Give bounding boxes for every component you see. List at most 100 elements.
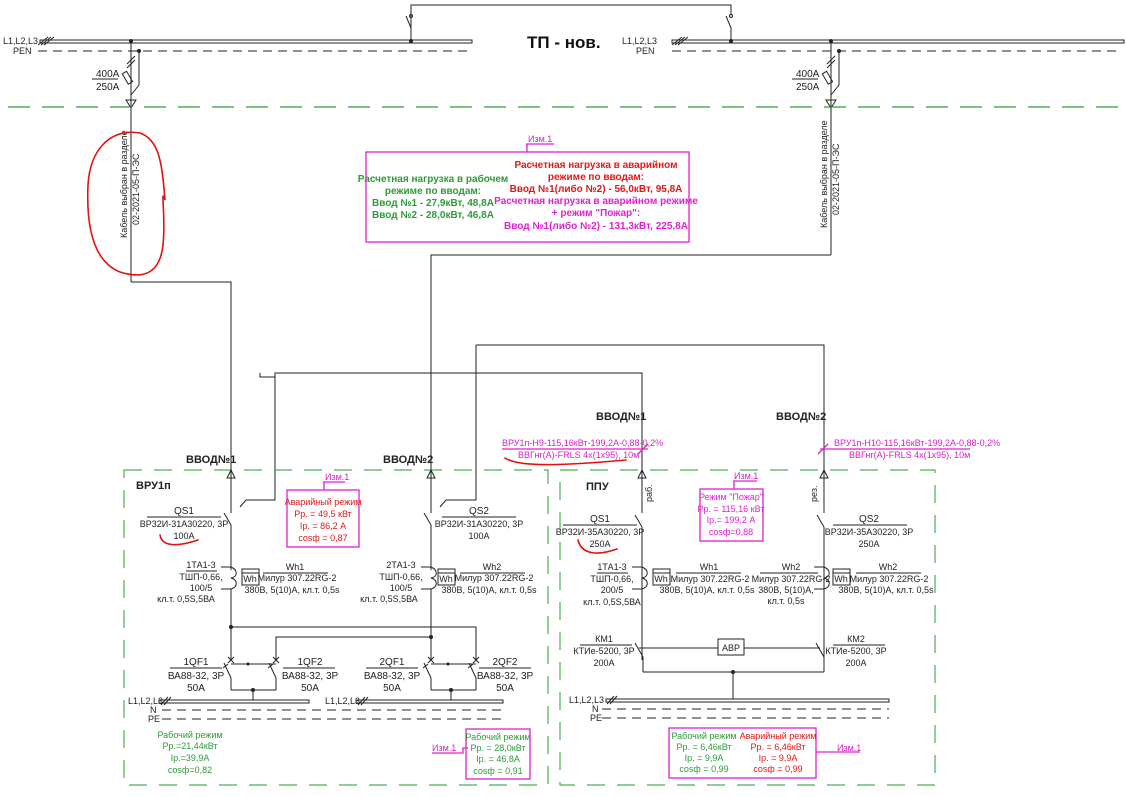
- vru-title: ВРУ1п: [136, 480, 171, 492]
- ppu-input1-label: ВВОД№1: [596, 411, 646, 423]
- svg-text:Расчетная нагрузка в аварийном: Расчетная нагрузка в аварийном режиме: [494, 196, 698, 207]
- svg-text:ВР32И-31А30220, 3Р: ВР32И-31А30220, 3Р: [435, 519, 524, 529]
- breaker-2qf2: 2QF2 ВА88-32, 3Р 50А: [467, 656, 534, 694]
- svg-text:QS2: QS2: [859, 514, 879, 525]
- vru1p-panel: ВРУ1п ВВОД№1 ВВОД№2 QS1 ВР32И-31А30220, …: [123, 454, 549, 786]
- svg-text:Iр. = 9,9А: Iр. = 9,9А: [685, 753, 724, 763]
- svg-text:Ввод №1 - 27,9кВт, 48,8А: Ввод №1 - 27,9кВт, 48,8А: [372, 198, 494, 209]
- tp-title: ТП - нов.: [527, 33, 601, 52]
- svg-text:250А: 250А: [858, 539, 879, 549]
- vru-work-mode-2: Изм.1 Рабочий режим Рр. = 28,0кВт Iр. = …: [432, 728, 531, 780]
- svg-text:cosф=0,88: cosф=0,88: [709, 527, 753, 537]
- svg-text:КМ2: КМ2: [847, 634, 865, 644]
- contactor-km1: КМ1 КТИе-5200, 3Р 200А: [573, 634, 644, 672]
- avr-block: АВР: [717, 638, 745, 656]
- svg-text:N: N: [150, 705, 157, 715]
- svg-text:Wh1: Wh1: [286, 562, 305, 572]
- meter-ppu-wh2-icon: Wh: [832, 568, 851, 586]
- cable-note-right: Кабель выбран в разделе: [819, 120, 829, 228]
- vru-bus-2: [355, 699, 504, 704]
- svg-text:1ТА1-3: 1ТА1-3: [186, 560, 215, 570]
- ppu-cable1-line2: ВВГнг(А)-FRLS 4х(1х95), 10м: [518, 450, 639, 460]
- svg-text:100/5: 100/5: [190, 583, 213, 593]
- svg-text:ВА88-32, 3Р: ВА88-32, 3Р: [282, 671, 339, 682]
- svg-text:400A: 400A: [96, 69, 120, 80]
- vru-boundary: [123, 469, 549, 786]
- svg-text:КТИе-5200, 3Р: КТИе-5200, 3Р: [825, 646, 886, 656]
- svg-text:Изм.1: Изм.1: [837, 743, 861, 753]
- feeder-wire-2: [430, 254, 831, 470]
- svg-text:Милур 307.22RG-2: Милур 307.22RG-2: [671, 574, 750, 584]
- vru-input2-label: ВВОД№2: [383, 454, 433, 466]
- svg-text:Wh: Wh: [834, 574, 848, 584]
- red-underline-annotation: [159, 534, 199, 546]
- svg-text:ВА88-32, 3Р: ВА88-32, 3Р: [364, 671, 421, 682]
- ppu-boundary: [559, 469, 936, 786]
- svg-text:cosф = 0,99: cosф = 0,99: [679, 764, 728, 774]
- svg-text:Изм.1: Изм.1: [325, 472, 349, 482]
- tp-bus-left-pen-label: PEN: [13, 46, 32, 56]
- svg-text:режиме по вводам:: режиме по вводам:: [548, 172, 644, 183]
- svg-text:QS1: QS1: [174, 506, 194, 517]
- svg-text:Изм.1: Изм.1: [734, 471, 758, 481]
- svg-text:Милур 307.22RG-2: Милур 307.22RG-2: [455, 573, 534, 583]
- breaker-2qf1: 2QF1 ВА88-32, 3Р 50А: [364, 656, 435, 694]
- svg-text:кл.т. 0,5S,5ВА: кл.т. 0,5S,5ВА: [157, 594, 215, 604]
- svg-text:кл.т. 0,5s: кл.т. 0,5s: [768, 596, 805, 606]
- svg-text:Аварийный режим: Аварийный режим: [285, 497, 362, 507]
- svg-text:ВА88-32, 3Р: ВА88-32, 3Р: [168, 671, 225, 682]
- three-phase-tick-icon: [606, 695, 618, 705]
- svg-text:КТИе-5200, 3Р: КТИе-5200, 3Р: [573, 646, 634, 656]
- ppu-wire-2: [476, 344, 825, 470]
- three-phase-tick-icon: [357, 696, 369, 706]
- svg-text:режиме по вводам:: режиме по вводам:: [385, 186, 481, 197]
- svg-text:50А: 50А: [496, 683, 514, 694]
- svg-text:200А: 200А: [593, 658, 614, 668]
- svg-text:кл.т. 0,5S,5ВА: кл.т. 0,5S,5ВА: [360, 594, 418, 604]
- section-switch-left: [405, 15, 412, 29]
- current-transformer-icon: [430, 566, 437, 590]
- svg-text:50А: 50А: [301, 683, 319, 694]
- svg-text:250A: 250A: [796, 82, 820, 93]
- svg-text:Милур 307.22RG-2: Милур 307.22RG-2: [258, 573, 337, 583]
- ppu-cable2-line1: ВРУ1п-Н10-115,16кВт-199,2А-0,88-0,2%: [834, 438, 1000, 448]
- svg-text:Рр. = 115,16 кВт: Рр. = 115,16 кВт: [698, 504, 765, 514]
- svg-text:АВР: АВР: [722, 643, 740, 653]
- ppu-panel: ППУ ВВОД№1 ВВОД№2 ВРУ1п-Н9-115,16кВт-199…: [502, 411, 1000, 786]
- cable-note-left-ref: 02-2021-05-П-ЭС: [131, 153, 141, 225]
- tp-bus-left: [39, 39, 473, 44]
- svg-text:Wh2: Wh2: [483, 562, 502, 572]
- svg-text:раб.: раб.: [644, 484, 654, 502]
- meter-wh2-icon: Wh: [437, 568, 456, 586]
- svg-text:1ТА1-3: 1ТА1-3: [597, 562, 626, 572]
- svg-text:Аварийный режим: Аварийный режим: [740, 731, 817, 741]
- svg-text:Рр. = 6,46кВт: Рр. = 6,46кВт: [750, 742, 805, 752]
- cable-note-left: Кабель выбран в разделе: [119, 130, 129, 238]
- fuse-switch-left: 400A 250A: [92, 39, 141, 282]
- svg-text:Wh2: Wh2: [879, 562, 898, 572]
- svg-text:Милур 307.22RG-2: Милур 307.22RG-2: [752, 574, 831, 584]
- svg-text:100А: 100А: [173, 531, 194, 541]
- ppu-input2-label: ВВОД№2: [776, 411, 826, 423]
- svg-text:200А: 200А: [845, 658, 866, 668]
- svg-text:PE: PE: [590, 713, 602, 723]
- svg-text:ВР32И-31А30220, 3Р: ВР32И-31А30220, 3Р: [140, 519, 229, 529]
- svg-text:ТШП-0,66,: ТШП-0,66,: [179, 572, 222, 582]
- svg-text:N: N: [592, 704, 599, 714]
- three-phase-tick-icon: [37, 36, 55, 46]
- svg-text:Рабочий режим: Рабочий режим: [157, 730, 222, 740]
- vru-input1-label: ВВОД№1: [186, 454, 236, 466]
- svg-text:1QF1: 1QF1: [183, 657, 208, 668]
- svg-text:Расчетная нагрузка в аварийном: Расчетная нагрузка в аварийном: [514, 160, 677, 171]
- svg-text:Изм.1: Изм.1: [432, 743, 456, 753]
- svg-text:Рр. = 49,5 кВт: Рр. = 49,5 кВт: [294, 509, 352, 519]
- svg-text:Ввод №1(либо №2) - 56,0кВт, 95: Ввод №1(либо №2) - 56,0кВт, 95,8А: [510, 183, 683, 195]
- section-link-wire: [410, 4, 732, 41]
- tp-section: L1,L2,L3 PEN L1,L2,L3 PEN ТП - нов. 400A: [3, 4, 1125, 282]
- svg-text:2QF2: 2QF2: [492, 657, 517, 668]
- svg-text:Рабочий режим: Рабочий режим: [465, 732, 530, 742]
- ppu-cable1-line1: ВРУ1п-Н9-115,16кВт-199,2А-0,88-0,2%: [502, 438, 663, 448]
- svg-text:Wh1: Wh1: [700, 562, 719, 572]
- svg-text:2ТА1-3: 2ТА1-3: [386, 560, 415, 570]
